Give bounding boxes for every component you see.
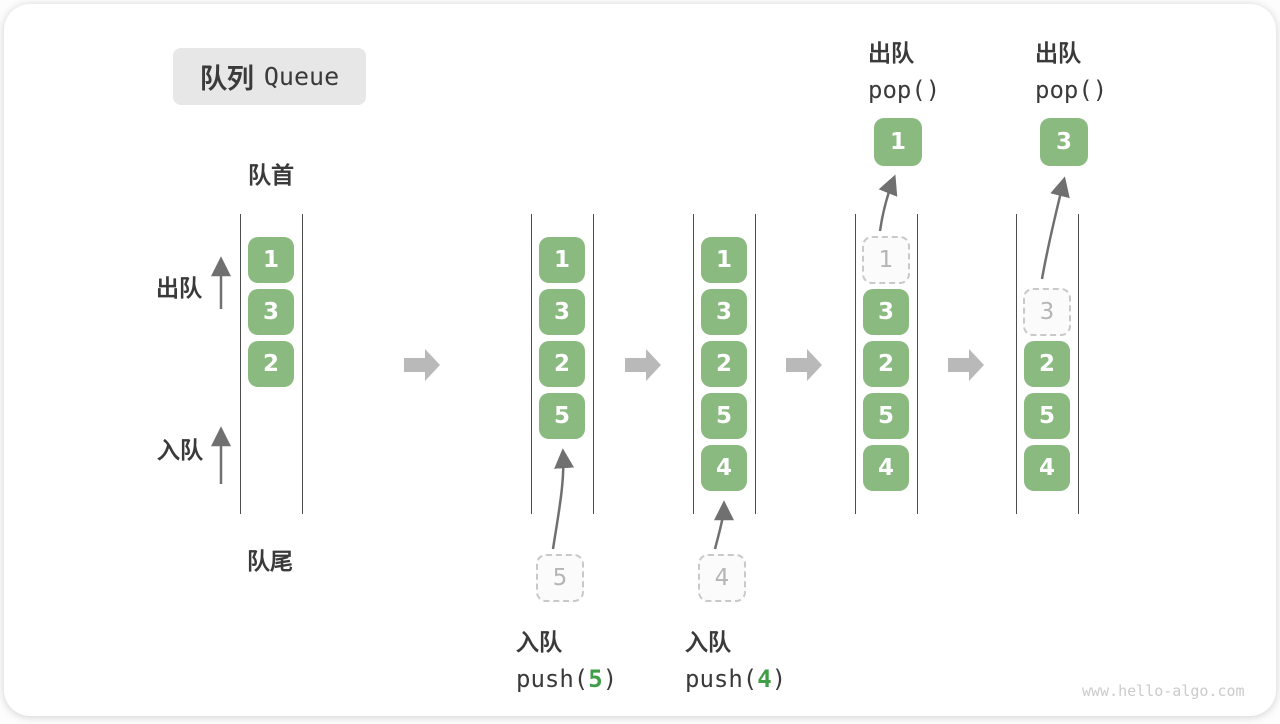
operation-push4: 入队 push(4) [685, 623, 786, 693]
popped-item: 3 [1040, 118, 1088, 166]
operation-pop1: 出队 pop() [868, 34, 940, 104]
popped-item: 1 [874, 118, 922, 166]
queue-item: 3 [539, 289, 585, 335]
operation-code: push(5) [516, 665, 617, 693]
title-zh: 队列 [200, 57, 254, 96]
staged-item: 5 [536, 554, 584, 602]
figure-title-box: 队列 Queue [173, 48, 366, 105]
queue-item: 2 [701, 341, 747, 387]
queue-item: 3 [863, 289, 909, 335]
operation-code: pop() [868, 76, 940, 104]
operation-code: push(4) [685, 665, 786, 693]
operation-code: pop() [1035, 76, 1107, 104]
state-transition-arrow-icon [948, 349, 984, 381]
queue-item: 2 [539, 341, 585, 387]
arrows-layer [4, 4, 1280, 724]
queue-item: 3 [248, 289, 294, 335]
queue-item: 5 [539, 393, 585, 439]
queue-item: 3 [701, 289, 747, 335]
queue-item: 5 [1024, 393, 1070, 439]
watermark: www.hello-algo.com [1082, 682, 1245, 700]
queue-item: 2 [1024, 341, 1070, 387]
label-dequeue-direction: 出队 [156, 269, 202, 303]
queue-item: 5 [701, 393, 747, 439]
operation-label: 入队 [516, 623, 617, 657]
title-en: Queue [264, 62, 339, 91]
staged-item: 4 [698, 554, 746, 602]
code-arg: 4 [757, 665, 771, 693]
queue-item: 2 [863, 341, 909, 387]
queue-item: 1 [248, 237, 294, 283]
queue-item: 5 [863, 393, 909, 439]
figure-card: 队列 Queue 队首 队尾 出队 入队 1 3 2 1 3 2 5 1 3 2 5 4 1 3 2 5 4 3 2… [4, 4, 1276, 716]
queue-item-removed: 3 [1023, 288, 1071, 336]
code-text: push( [516, 665, 588, 693]
queue-item: 4 [701, 445, 747, 491]
queue-item: 4 [1024, 445, 1070, 491]
state-transition-arrow-icon [625, 349, 661, 381]
queue-item-removed: 1 [862, 236, 910, 284]
code-text: push( [685, 665, 757, 693]
label-enqueue-direction: 入队 [157, 431, 203, 465]
operation-label: 入队 [685, 623, 786, 657]
code-text: ) [772, 665, 786, 693]
code-text: ) [603, 665, 617, 693]
queue-item: 1 [539, 237, 585, 283]
operation-label: 出队 [868, 34, 940, 68]
operation-pop2: 出队 pop() [1035, 34, 1107, 104]
queue-item: 4 [863, 445, 909, 491]
code-arg: 5 [588, 665, 602, 693]
queue-item: 2 [248, 341, 294, 387]
label-queue-rear: 队尾 [247, 542, 293, 576]
state-transition-arrow-icon [786, 349, 822, 381]
operation-push5: 入队 push(5) [516, 623, 617, 693]
operation-label: 出队 [1035, 34, 1107, 68]
queue-item: 1 [701, 237, 747, 283]
state-transition-arrow-icon [404, 349, 440, 381]
label-queue-front: 队首 [248, 156, 294, 190]
